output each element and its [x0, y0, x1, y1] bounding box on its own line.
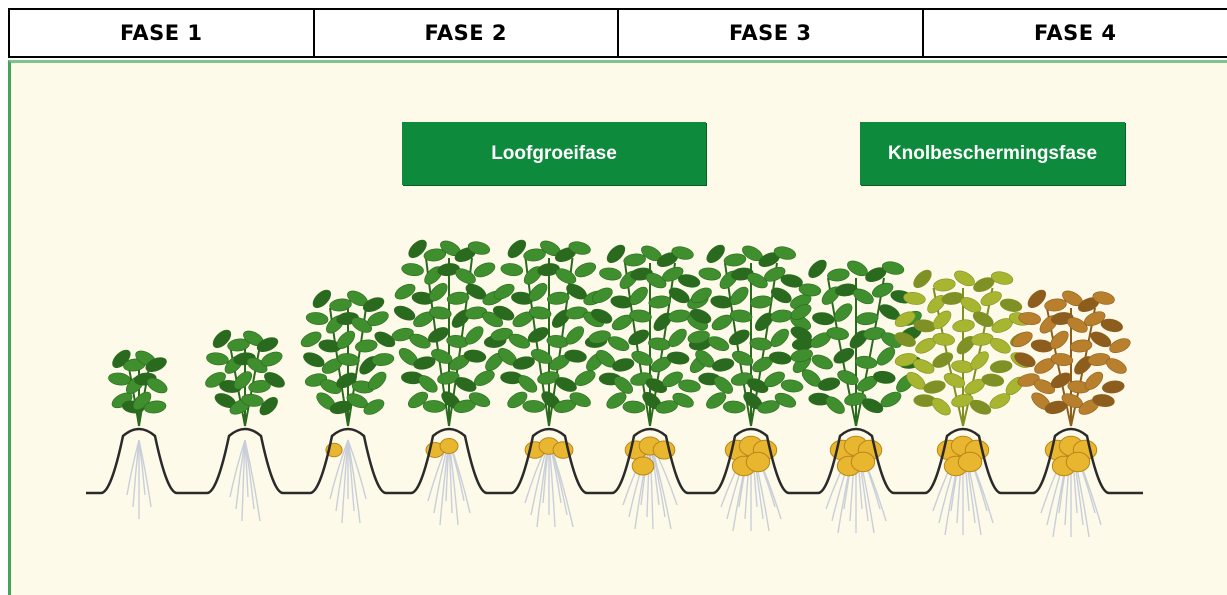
leaf: [668, 309, 691, 324]
leaf: [1010, 329, 1035, 350]
root-system: [127, 440, 151, 519]
plant-foliage: [1010, 287, 1133, 426]
phase-1-header: FASE 1: [9, 9, 314, 57]
leaf: [910, 267, 934, 291]
leaf: [933, 277, 956, 292]
leaf: [922, 379, 946, 396]
leaf: [392, 303, 417, 323]
leaf: [1107, 336, 1132, 356]
leaf: [623, 400, 646, 413]
tuber: [958, 452, 981, 472]
leaf: [941, 291, 964, 306]
leaf: [626, 327, 651, 348]
leaf: [423, 400, 446, 413]
root-system: [230, 440, 260, 521]
leaf: [812, 311, 835, 326]
leaf: [522, 400, 545, 413]
plant-foliage: [490, 237, 608, 426]
plant-foliage: [893, 267, 1034, 426]
tuber: [851, 452, 874, 472]
leaf: [749, 294, 772, 309]
leaf: [500, 262, 523, 277]
leaf: [971, 332, 994, 347]
leaf: [952, 318, 975, 333]
leaf: [827, 267, 850, 282]
leaf: [780, 378, 803, 393]
tuber: [632, 457, 654, 475]
root-line: [127, 440, 139, 495]
leaf: [401, 262, 424, 277]
potato-plants-illustration: [11, 63, 1227, 595]
leaf: [305, 311, 328, 326]
phase-header-table: FASE 1 FASE 2 FASE 3 FASE 4: [8, 8, 1227, 58]
leaf: [706, 334, 731, 354]
leaf: [810, 352, 835, 372]
plant-foliage: [203, 327, 287, 426]
leaf: [678, 378, 701, 393]
leaf: [472, 260, 497, 280]
leaf: [1030, 338, 1053, 353]
leaf: [648, 336, 671, 351]
leaf: [989, 359, 1012, 374]
root-line: [139, 440, 151, 507]
leaf: [206, 351, 229, 366]
leaf: [599, 267, 622, 282]
leaf: [874, 344, 898, 368]
plant-foliage: [299, 287, 398, 426]
plant-foliage: [108, 347, 170, 426]
leaf: [770, 309, 793, 324]
leaf: [573, 260, 598, 280]
phase-2-header: FASE 2: [314, 9, 619, 57]
leaf: [1088, 329, 1113, 350]
leaf: [723, 252, 746, 267]
leaf: [952, 268, 977, 289]
leaf: [932, 332, 955, 347]
plant-foliage: [391, 237, 507, 426]
tuber: [1066, 452, 1089, 472]
leaf: [1102, 379, 1125, 394]
leaf: [817, 376, 841, 393]
phase-3-header: FASE 3: [618, 9, 923, 57]
tuber: [440, 439, 458, 454]
leaf: [108, 372, 131, 387]
leaf: [981, 373, 1004, 388]
leaf: [999, 297, 1023, 314]
tuber: [746, 452, 769, 472]
leaf: [711, 357, 735, 374]
leaf: [301, 350, 326, 370]
leaf: [611, 357, 635, 374]
leaf: [355, 338, 378, 353]
leaf: [727, 327, 752, 348]
phase-4-header: FASE 4: [923, 9, 1227, 57]
phase-header-row: FASE 1 FASE 2 FASE 3 FASE 4: [9, 9, 1227, 57]
leaf: [854, 355, 877, 370]
leaf: [698, 267, 721, 282]
leaf: [805, 257, 829, 281]
leaf: [749, 336, 772, 351]
potato-growth-diagram: Loofgroeifase Knolbeschermingsfase: [8, 60, 1227, 595]
leaf: [623, 252, 646, 267]
leaf: [723, 400, 746, 413]
